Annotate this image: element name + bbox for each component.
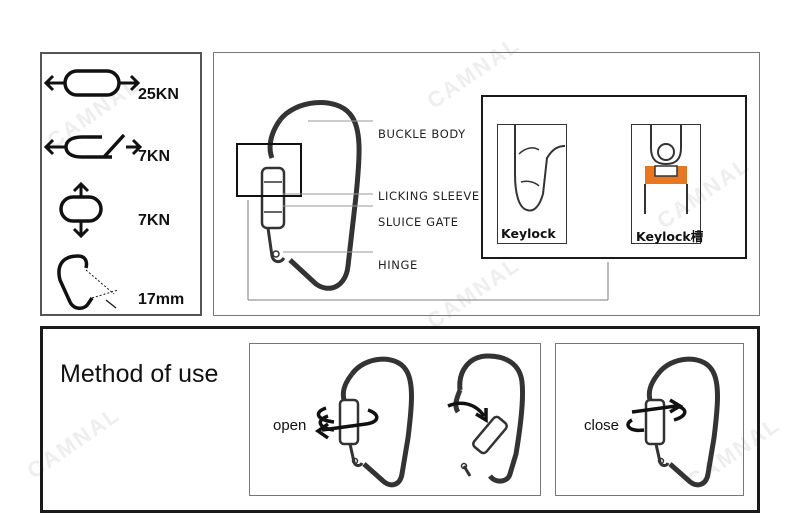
sluice-gate-label: SLUICE GATE <box>378 215 459 229</box>
locking-sleeve-label: LICKING SLEEVE <box>378 189 480 203</box>
method-title: Method of use <box>60 360 219 388</box>
open-label: open <box>273 417 307 434</box>
carabiner-gate-open-icon <box>447 353 526 484</box>
gate-opening-size: 17mm <box>138 291 185 308</box>
open-gate-strength: 7KN <box>138 148 171 165</box>
keylock-slot-icon <box>644 124 688 214</box>
anatomy-panel <box>213 52 760 316</box>
major-axis-load-icon <box>43 69 141 97</box>
keylock-caption: Keylock <box>501 226 556 241</box>
close-step-panel <box>555 343 744 496</box>
carabiner-close-icon <box>626 356 720 488</box>
keylock-detail-panel <box>481 95 747 259</box>
minor-axis-strength: 7KN <box>138 212 171 229</box>
keylock-slot-frame <box>631 124 701 244</box>
hinge-label: HINGE <box>378 258 418 272</box>
strength-panel <box>40 52 202 316</box>
close-label: close <box>584 417 620 434</box>
gate-opening-icon <box>57 254 119 310</box>
keylock-frame <box>497 124 567 244</box>
keylock-nose-icon <box>514 124 566 212</box>
open-step-panel <box>249 343 541 496</box>
major-axis-strength: 25KN <box>138 86 179 103</box>
minor-axis-load-icon <box>59 181 103 239</box>
keylock-slot-caption: Keylock槽 <box>636 229 704 244</box>
method-panel <box>40 326 760 513</box>
carabiner-diagram <box>236 100 362 291</box>
open-gate-load-icon <box>43 133 143 159</box>
buckle-body-label: BUCKLE BODY <box>378 127 466 141</box>
connector-lines <box>247 120 609 301</box>
carabiner-open-icon <box>314 356 414 488</box>
